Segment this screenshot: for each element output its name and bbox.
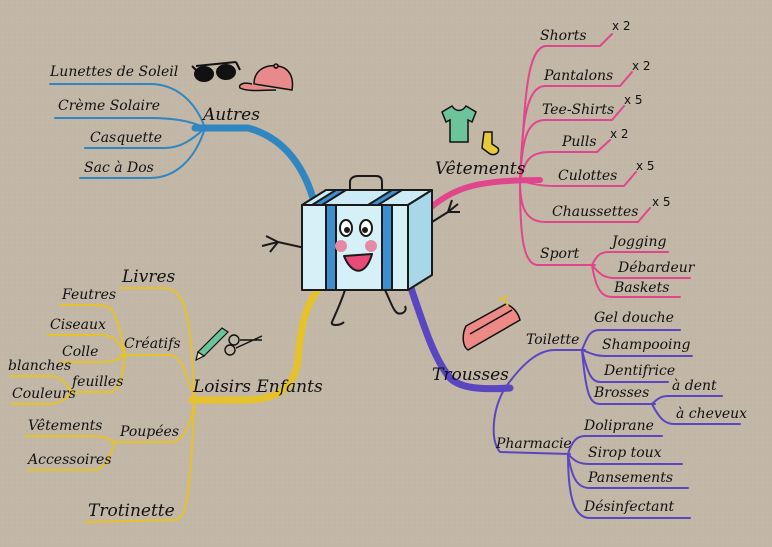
vetements-qty-pulls: x 2 bbox=[610, 127, 629, 141]
poupees-item-accessoires: Accessoires bbox=[28, 452, 112, 468]
sock-icon bbox=[481, 131, 500, 156]
loisirs-item-trotinette: Trotinette bbox=[88, 501, 175, 521]
feuilles-item-couleurs: Couleurs bbox=[12, 386, 76, 402]
loisirs-branch-label: Loisirs Enfants bbox=[193, 377, 323, 397]
pharmacie-item-pansements: Pansements bbox=[588, 470, 674, 486]
sport-item-jogging: Jogging bbox=[612, 234, 667, 250]
tshirt-icon bbox=[441, 104, 477, 143]
poupees-item-vetements: Vêtements bbox=[28, 418, 103, 434]
vetements-item-chaussettes: Chaussettes bbox=[552, 204, 639, 220]
loisirs-branch-poupees bbox=[111, 399, 196, 443]
autres-branch-sac bbox=[79, 127, 206, 179]
toilette-item-shampooing: Shampooing bbox=[602, 337, 691, 353]
brosses-branch-cheveux bbox=[651, 403, 741, 425]
vetements-item-teeshirts: Tee-Shirts bbox=[542, 102, 615, 118]
loisirs-branch-trotinette bbox=[84, 399, 196, 523]
pharmacie-branch-pansements bbox=[567, 453, 689, 489]
loisirs-branch-creatifs bbox=[119, 354, 196, 401]
creatifs-branch-colle bbox=[59, 354, 126, 363]
vetements-qty-teeshirts: x 5 bbox=[624, 93, 643, 107]
vetements-qty-pantalons: x 2 bbox=[632, 59, 651, 73]
pharmacie-branch-sirop bbox=[567, 453, 683, 465]
creatifs-item-feutres: Feutres bbox=[62, 287, 117, 303]
creatifs-branch-feuilles bbox=[69, 354, 126, 393]
vetements-sport-label: Sport bbox=[540, 246, 580, 262]
autres-branch-casquette bbox=[84, 127, 206, 149]
autres-item-lunettes: Lunettes de Soleil bbox=[50, 64, 179, 80]
creatifs-branch-ciseaux bbox=[47, 334, 126, 356]
autres-main-branch bbox=[191, 124, 319, 209]
creatifs-branch-feutres bbox=[59, 304, 126, 356]
toilette-branch-shampooing bbox=[581, 349, 693, 357]
toilette-branch-dentifrice bbox=[581, 349, 669, 383]
vetements-qty-chaussettes: x 5 bbox=[652, 195, 671, 209]
loisirs-creatifs-label: Créatifs bbox=[124, 336, 181, 352]
autres-branch-creme bbox=[54, 117, 206, 129]
loisirs-item-livres: Livres bbox=[122, 267, 176, 287]
trousses-branch-pharmacie bbox=[492, 387, 571, 455]
sport-branch-debardeur bbox=[591, 264, 691, 279]
vetements-main-branch bbox=[427, 177, 543, 211]
vetements-branch-label: Vêtements bbox=[435, 159, 526, 179]
toilette-branch-brosses bbox=[581, 349, 656, 405]
brosses-item-dent: à dent bbox=[672, 378, 717, 394]
loisirs-poupees-label: Poupées bbox=[120, 424, 180, 440]
feuilles-branch-couleurs bbox=[11, 391, 73, 405]
vetements-item-culottes: Culottes bbox=[558, 168, 618, 184]
vetements-branch-teeshirts bbox=[519, 105, 625, 181]
sport-item-debardeur: Débardeur bbox=[618, 260, 695, 276]
pharmacie-branch-desinfectant bbox=[567, 453, 691, 519]
poupees-branch-vetements bbox=[24, 435, 116, 443]
pharmacie-branch-doliprane bbox=[567, 435, 663, 455]
vetements-item-pantalons: Pantalons bbox=[544, 68, 614, 84]
toilette-branch-gel bbox=[581, 329, 681, 351]
suitcase-icon bbox=[261, 175, 460, 326]
trousses-branch-label: Trousses bbox=[432, 365, 509, 385]
loisirs-branch-livres bbox=[119, 287, 196, 401]
trousses-main-branch bbox=[406, 281, 514, 393]
creatifs-feuilles-label: feuilles bbox=[72, 374, 124, 390]
cap-icon bbox=[238, 63, 294, 92]
toilette-item-dentifrice: Dentifrice bbox=[604, 363, 676, 379]
vetements-qty-shorts: x 2 bbox=[612, 19, 631, 33]
sunglasses-icon bbox=[191, 61, 241, 82]
vetements-item-shorts: Shorts bbox=[540, 28, 587, 44]
trousses-toilette-label: Toilette bbox=[526, 332, 580, 348]
vetements-qty-culottes: x 5 bbox=[636, 159, 655, 173]
pharmacie-item-desinfectant: Désinfectant bbox=[584, 499, 675, 515]
scissors-icon bbox=[224, 334, 263, 356]
pharmacie-item-sirop: Sirop toux bbox=[588, 445, 662, 461]
poupees-branch-accessoires bbox=[27, 441, 116, 471]
toilette-item-gel: Gel douche bbox=[594, 310, 674, 326]
pencil-case-icon bbox=[462, 295, 521, 351]
autres-item-creme: Crème Solaire bbox=[58, 98, 160, 114]
toilette-brosses-label: Brosses bbox=[594, 385, 650, 401]
loisirs-main-branch bbox=[188, 278, 329, 404]
creatifs-item-colle: Colle bbox=[62, 344, 99, 360]
creatifs-item-ciseaux: Ciseaux bbox=[50, 317, 106, 333]
sport-item-baskets: Baskets bbox=[614, 280, 670, 296]
sport-branch-baskets bbox=[591, 264, 681, 298]
vetements-branch-culottes bbox=[519, 171, 637, 187]
brosses-item-cheveux: à cheveux bbox=[676, 406, 748, 422]
feuilles-item-blanches: blanches bbox=[8, 358, 72, 374]
brosses-branch-dent bbox=[651, 395, 723, 405]
autres-branch-label: Autres bbox=[203, 105, 260, 125]
vetements-branch-pulls bbox=[519, 139, 611, 181]
vetements-item-pulls: Pulls bbox=[562, 134, 597, 150]
vetements-branch-sport bbox=[519, 179, 596, 266]
autres-item-sac: Sac à Dos bbox=[84, 160, 154, 176]
pharmacie-item-doliprane: Doliprane bbox=[584, 418, 654, 434]
trousses-branch-toilette bbox=[504, 349, 586, 389]
autres-item-casquette: Casquette bbox=[90, 130, 163, 146]
sport-branch-jogging bbox=[591, 251, 669, 266]
autres-branch-lunettes bbox=[49, 83, 206, 129]
feuilles-branch-blanches bbox=[9, 375, 73, 393]
pencil-icon bbox=[195, 327, 229, 362]
trousses-pharmacie-label: Pharmacie bbox=[496, 436, 572, 452]
